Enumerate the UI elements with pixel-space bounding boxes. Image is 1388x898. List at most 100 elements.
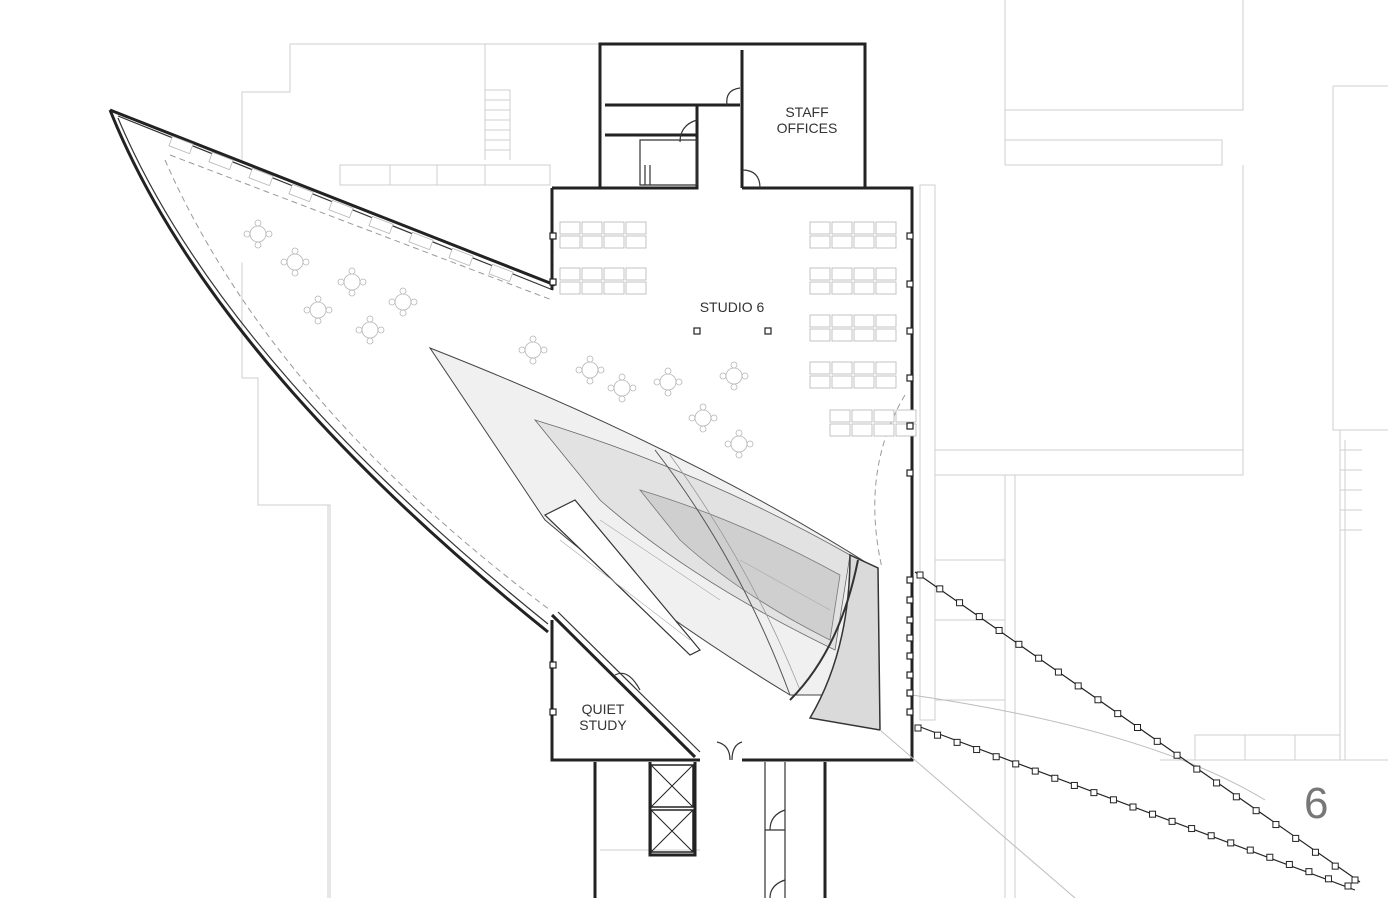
chair	[399, 309, 407, 317]
column	[906, 576, 914, 584]
chair	[325, 306, 333, 314]
column	[549, 661, 557, 669]
chair	[529, 357, 537, 365]
desk	[559, 281, 581, 295]
desk	[853, 314, 875, 328]
bridge-mullion	[1153, 737, 1161, 745]
bridge-mullion	[1074, 682, 1082, 690]
bridge-mullion	[1149, 810, 1157, 818]
bridge-mullion	[914, 724, 922, 732]
desk	[875, 361, 897, 375]
round-table	[694, 409, 712, 427]
bridge-mullion	[1351, 876, 1359, 884]
chair	[597, 366, 605, 374]
desk	[328, 199, 354, 219]
desk	[829, 423, 851, 437]
desk	[853, 235, 875, 249]
bridge-mullion	[1193, 765, 1201, 773]
round-table	[343, 273, 361, 291]
bridge-mullion	[1285, 860, 1293, 868]
chair	[265, 230, 273, 238]
doors	[614, 87, 786, 898]
desk	[368, 215, 394, 235]
bridge-mullion	[1134, 724, 1141, 731]
chair	[741, 372, 749, 380]
desk	[603, 235, 625, 249]
bridge-mullion	[1012, 760, 1020, 768]
round-table	[361, 321, 379, 339]
chair	[243, 230, 251, 238]
desk	[895, 409, 917, 423]
desk	[168, 135, 194, 155]
bridge-mullion	[1266, 853, 1274, 861]
bridge-mullion	[1305, 868, 1313, 876]
desk	[288, 183, 314, 203]
bridge-mullion	[1227, 839, 1235, 847]
staff-offices-label-line1: STAFF	[785, 104, 828, 120]
bridge-mullion	[1188, 825, 1196, 833]
bridge-mullion	[1252, 807, 1260, 815]
chair	[348, 267, 356, 275]
chair	[291, 247, 299, 255]
round-table	[730, 435, 748, 453]
bridge-mullion	[936, 585, 944, 593]
chair	[254, 219, 262, 227]
chair	[746, 440, 754, 448]
column	[906, 708, 914, 716]
desk	[875, 328, 897, 342]
bridge-mullion	[1054, 668, 1062, 676]
chair	[699, 403, 707, 411]
desk	[831, 314, 853, 328]
round-table	[659, 373, 677, 391]
desk	[831, 235, 853, 249]
desk	[448, 247, 474, 267]
bridge-mullion	[1090, 789, 1098, 797]
desk	[603, 221, 625, 235]
desk	[831, 328, 853, 342]
bridge-mullion	[1109, 796, 1117, 804]
desk	[853, 281, 875, 295]
bridge-mullion	[1324, 875, 1332, 883]
chair	[699, 425, 707, 433]
column	[764, 327, 772, 335]
studio-label: STUDIO 6	[700, 299, 765, 315]
chair	[540, 346, 548, 354]
chair	[303, 306, 311, 314]
desk	[829, 409, 851, 423]
desk	[581, 281, 603, 295]
round-table	[524, 341, 542, 359]
chair	[254, 241, 262, 249]
desk	[408, 231, 434, 251]
column	[549, 708, 557, 716]
bridge-mullion	[1292, 834, 1300, 842]
round-table	[309, 301, 327, 319]
bridge-mullion	[1173, 751, 1181, 759]
desk	[873, 423, 895, 437]
column	[906, 469, 914, 477]
desk	[851, 409, 873, 423]
column	[906, 596, 914, 604]
desk	[809, 267, 831, 281]
desk	[831, 375, 853, 389]
elevators	[650, 764, 694, 853]
chair	[377, 326, 385, 334]
chair	[518, 346, 526, 354]
column	[549, 232, 557, 240]
chair	[575, 366, 583, 374]
desk	[208, 151, 234, 171]
chair	[724, 440, 732, 448]
column	[693, 327, 701, 335]
studio-desks	[168, 135, 917, 437]
chair	[618, 373, 626, 381]
chair	[366, 315, 374, 323]
column	[906, 280, 914, 288]
column	[906, 327, 914, 335]
overhead-lines	[164, 154, 1266, 898]
floor-number: 6	[1304, 779, 1328, 828]
chair	[359, 278, 367, 286]
chair	[629, 384, 637, 392]
bridge-mullion	[953, 738, 961, 746]
chair	[586, 355, 594, 363]
chair	[366, 337, 374, 345]
column	[906, 616, 914, 624]
